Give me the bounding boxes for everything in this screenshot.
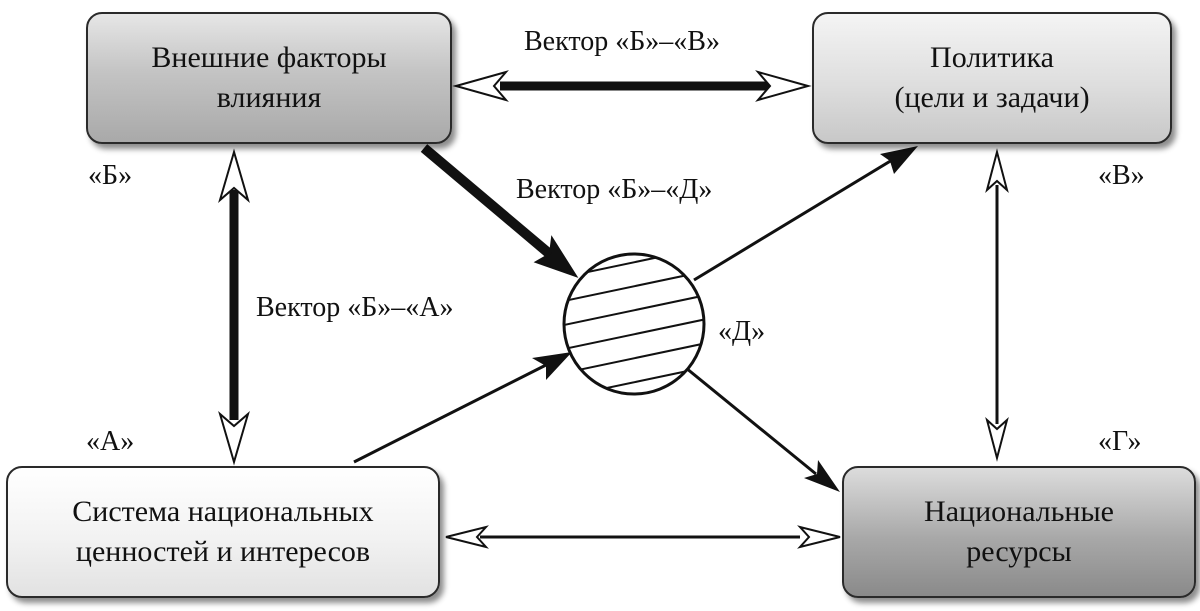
vector-b-a-label: Вектор «Б»–«А» <box>256 292 454 323</box>
arrow-d-resources <box>685 366 840 492</box>
node-v-marker: «В» <box>1098 160 1145 191</box>
arrow-b-v <box>452 70 812 102</box>
values-system-line1: Система национальных <box>72 495 374 528</box>
vector-b-v-label: Вектор «Б»–«В» <box>524 26 720 57</box>
policy-line1: Политика <box>930 41 1054 74</box>
vector-b-d-label: Вектор «Б»–«Д» <box>516 174 713 205</box>
external-factors-line1: Внешние факторы <box>151 41 387 74</box>
arrow-values-resources <box>445 525 841 549</box>
node-a-marker: «А» <box>86 426 135 457</box>
resources-line1: Национальные <box>924 495 1114 528</box>
node-g-marker: «Г» <box>1098 426 1142 457</box>
arrow-d-policy <box>693 146 918 282</box>
arrow-b-a <box>218 148 250 466</box>
policy-box: Политика (цели и задачи) <box>812 12 1172 144</box>
external-factors-box: Внешние факторы влияния <box>86 12 452 144</box>
resources-box: Национальные ресурсы <box>842 466 1196 598</box>
node-b-marker: «Б» <box>88 160 133 191</box>
policy-line2: (цели и задачи) <box>894 81 1090 114</box>
arrow-b-d <box>420 144 579 278</box>
resources-line2: ресурсы <box>966 535 1072 568</box>
node-d-marker: «Д» <box>718 316 766 347</box>
values-system-line2: ценностей и интересов <box>75 535 371 568</box>
arrow-policy-resources <box>985 148 1009 462</box>
values-system-box: Система национальных ценностей и интерес… <box>6 466 440 598</box>
arrow-values-d <box>353 352 572 464</box>
external-factors-line2: влияния <box>216 81 322 114</box>
